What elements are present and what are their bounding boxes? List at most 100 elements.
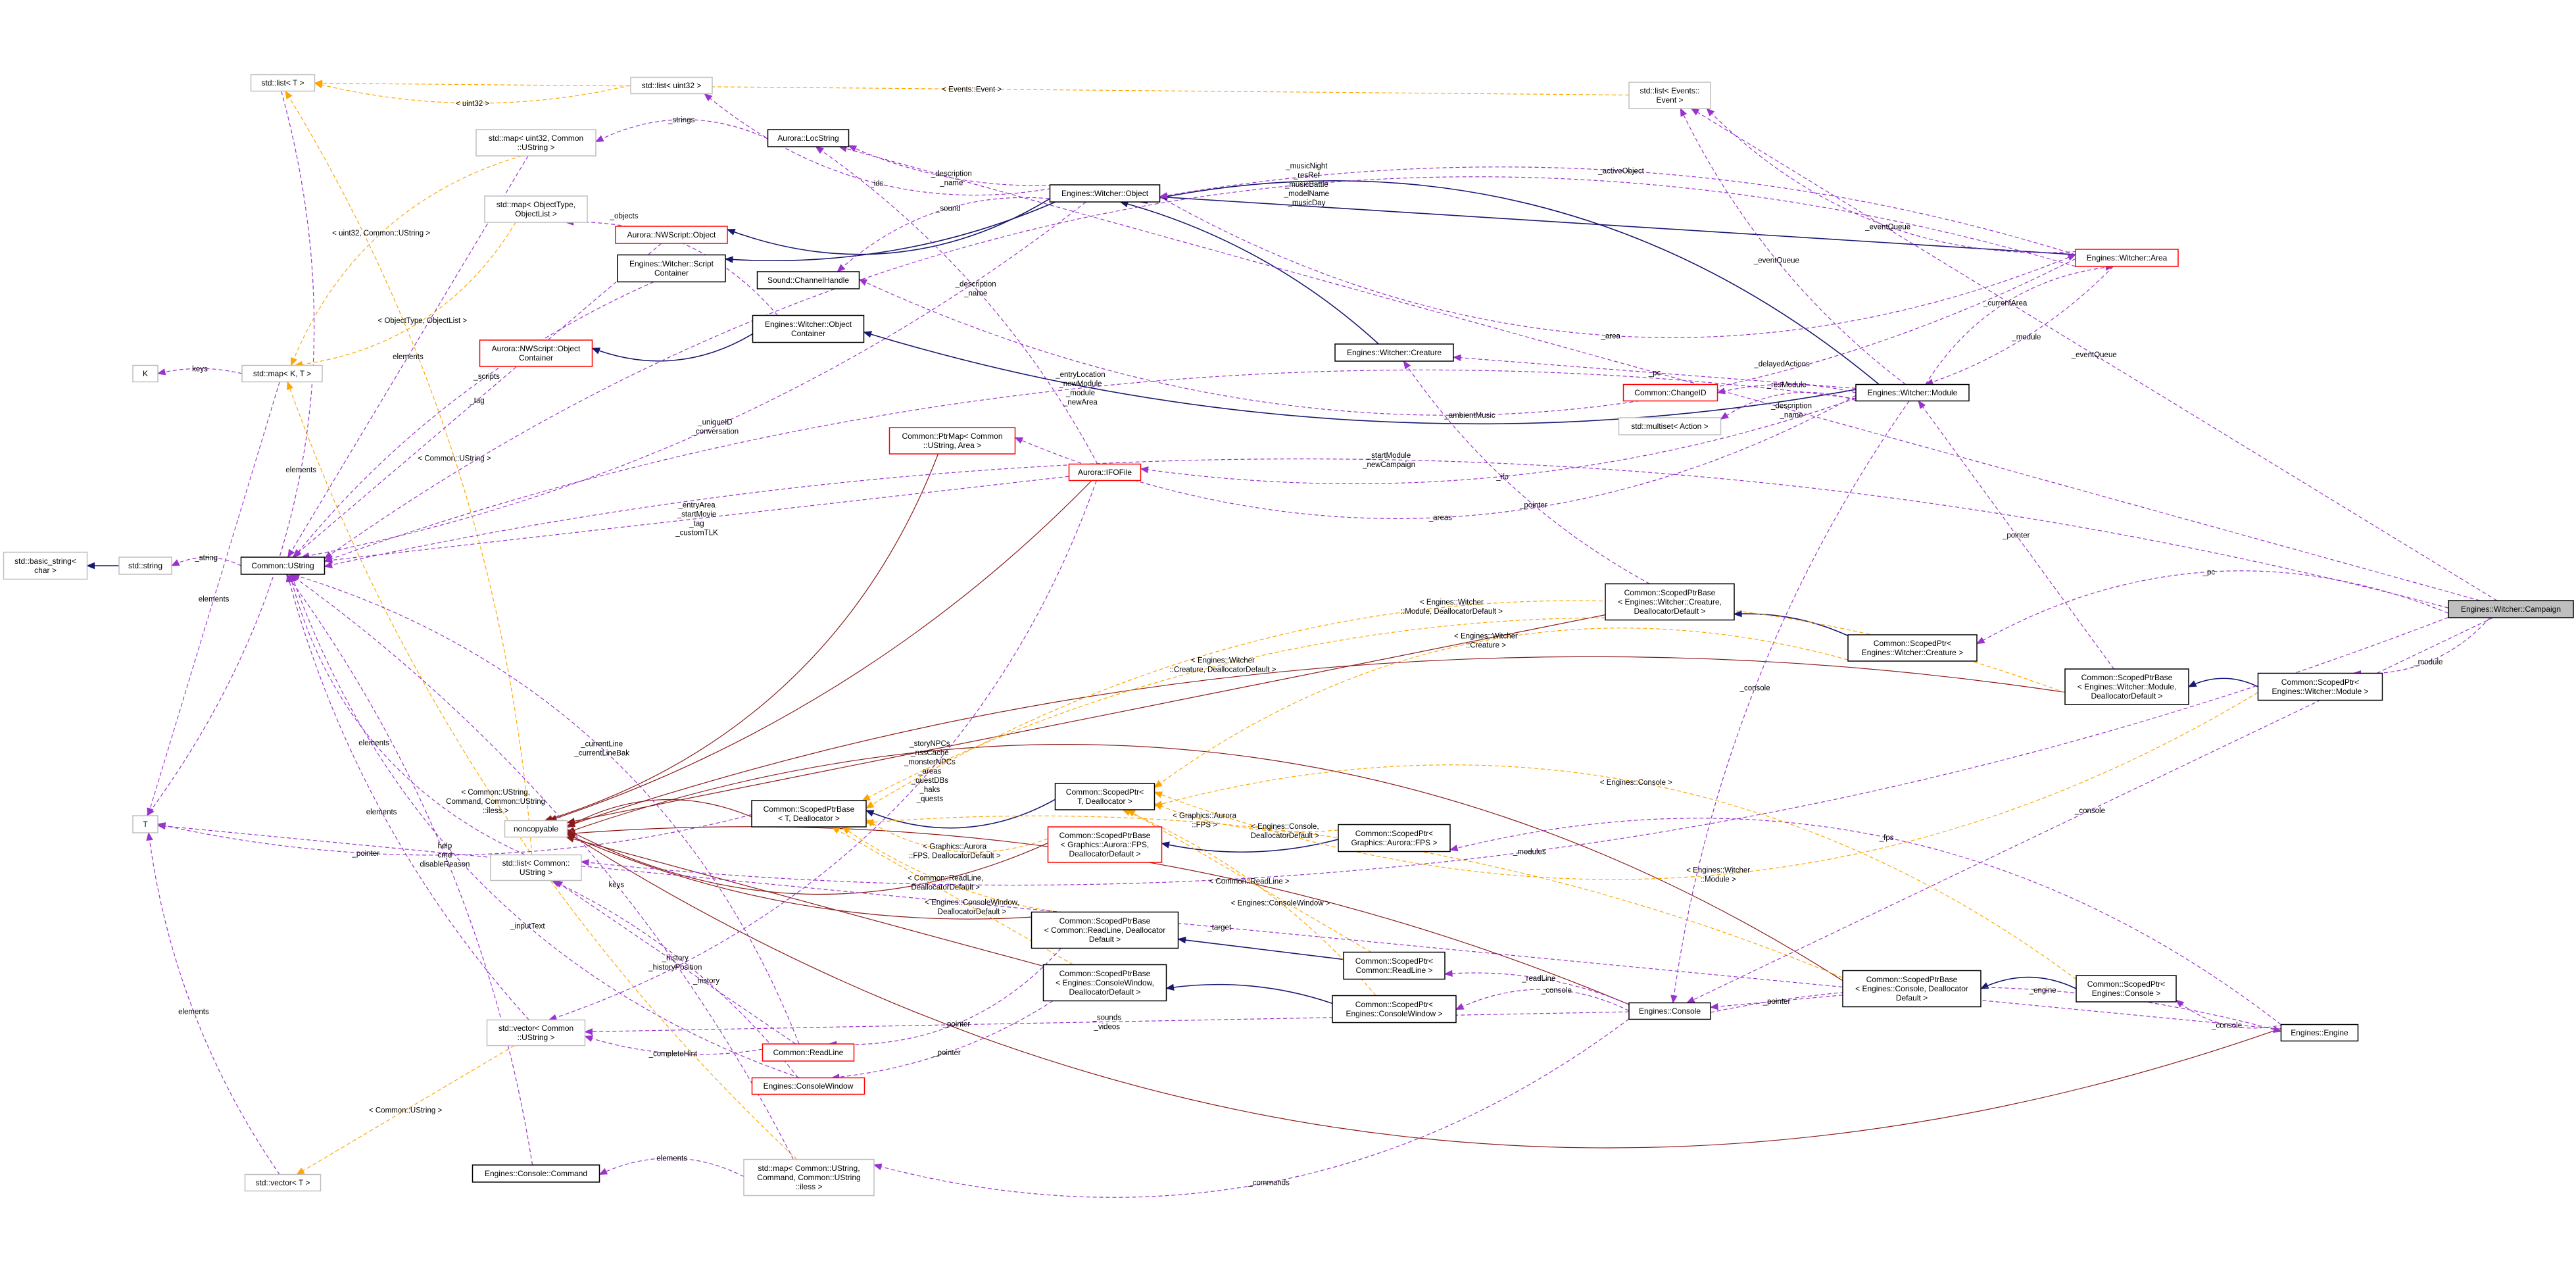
node-label: Engines::Witcher::Object	[765, 320, 852, 329]
edge-label: < Engines::Witcher	[1191, 656, 1255, 664]
edge-label: _newArea	[1063, 399, 1098, 407]
class-node-spb_fps[interactable]: Common::ScopedPtrBase< Graphics::Aurora:…	[1047, 826, 1163, 863]
node-box	[630, 76, 713, 95]
class-node-witcher_object[interactable]: Engines::Witcher::Object	[1049, 184, 1161, 203]
class-node-std_string[interactable]: std::string	[118, 557, 172, 575]
edge-label: DeallocatorDefault >	[1251, 832, 1320, 840]
class-node-spb_T[interactable]: Common::ScopedPtrBase< T, Deallocator >	[751, 800, 867, 828]
edge-inherit-sp_readline-to-spb_readline	[1177, 936, 1344, 960]
arrowhead-icon	[86, 562, 95, 570]
edge-usage-readline-to-vector_ustring	[584, 1035, 763, 1055]
class-node-K[interactable]: K	[132, 364, 158, 383]
class-node-map_command[interactable]: std::map< Common::UString,Command, Commo…	[743, 1158, 875, 1197]
edge-label: _storyNPCs	[909, 740, 950, 748]
class-node-area[interactable]: Engines::Witcher::Area	[2075, 249, 2179, 267]
class-node-spb_console[interactable]: Common::ScopedPtrBase< Engines::Console,…	[1842, 970, 1981, 1008]
edge-label: < Engines::Console >	[1600, 779, 1672, 787]
class-node-nws_object[interactable]: Aurora::NWScript::Object	[615, 226, 728, 244]
node-box	[1343, 951, 1446, 980]
class-node-ustring[interactable]: Common::UString	[240, 557, 326, 575]
class-node-sp_fps[interactable]: Common::ScopedPtr<Graphics::Aurora::FPS …	[1338, 824, 1451, 853]
arrowhead-icon	[724, 256, 733, 263]
class-node-sp_module[interactable]: Common::ScopedPtr<Engines::Witcher::Modu…	[2257, 672, 2383, 701]
edge-line	[829, 948, 1061, 1045]
class-node-spb_creature[interactable]: Common::ScopedPtrBase< Engines::Witcher:…	[1605, 583, 1735, 621]
class-node-map_uint32[interactable]: std::map< uint32, Common::UString >	[475, 129, 596, 157]
class-node-ifofile[interactable]: Aurora::IFOFile	[1068, 463, 1142, 482]
arrowhead-icon	[1122, 809, 1131, 816]
class-node-vector_ustring[interactable]: std::vector< Common::UString >	[486, 1019, 586, 1047]
arrowhead-icon	[591, 347, 601, 355]
node-label: Engines::Witcher::Module	[1868, 388, 1958, 397]
class-node-list_events[interactable]: std::list< Events::Event >	[1628, 82, 1711, 109]
edge-label: _resModule	[1766, 381, 1807, 389]
edge-label: _conversation	[691, 428, 739, 436]
edge-label: < Common::UString >	[369, 1107, 442, 1115]
edge-label: _name	[939, 179, 963, 187]
edge-label: keys	[608, 881, 624, 889]
class-node-sp_creature[interactable]: Common::ScopedPtr<Engines::Witcher::Crea…	[1847, 634, 1978, 662]
class-node-sp_readline[interactable]: Common::ScopedPtr<Common::ReadLine >	[1343, 951, 1446, 980]
class-node-readline[interactable]: Common::ReadLine	[762, 1043, 855, 1062]
class-node-multiset[interactable]: std::multiset< Action >	[1618, 417, 1722, 435]
edge-label: _questDBs	[911, 777, 949, 785]
arrowhead-icon	[1918, 400, 1926, 409]
class-node-sp_T[interactable]: Common::ScopedPtr<T, Deallocator >	[1054, 783, 1155, 810]
edge-usage-engine-to-sp_fps	[1449, 818, 2281, 1026]
class-node-map_KT[interactable]: std::map< K, T >	[241, 364, 323, 383]
node-box	[767, 129, 850, 147]
node-label: Common::ScopedPtrBase	[1059, 969, 1151, 978]
arrowhead-icon	[287, 381, 293, 391]
class-node-list_ustring[interactable]: std::list< Common::UString >	[490, 854, 582, 881]
edge-label: < Engines::Witcher	[1420, 599, 1484, 607]
edge-label: < Events::Event >	[942, 86, 1002, 93]
class-node-basic_string[interactable]: std::basic_string<char >	[3, 551, 88, 580]
node-label: Common::ScopedPtr<	[1066, 787, 1144, 797]
arrowhead-icon	[584, 1035, 594, 1042]
edge-label: _customTLK	[675, 529, 718, 537]
class-node-list_T[interactable]: std::list< T >	[250, 74, 316, 92]
edge-template-list_ustring-to-list_T	[285, 90, 533, 855]
class-node-campaign[interactable]: Engines::Witcher::Campaign	[2448, 600, 2574, 618]
class-node-locstring[interactable]: Aurora::LocString	[767, 129, 850, 147]
class-node-spb_readline[interactable]: Common::ScopedPtrBase< Common::ReadLine,…	[1031, 911, 1179, 949]
arrowhead-icon	[1159, 192, 1168, 199]
edge-line	[552, 879, 798, 1078]
class-node-module[interactable]: Engines::Witcher::Module	[1855, 384, 1970, 402]
class-node-channelhandle[interactable]: Sound::ChannelHandle	[756, 271, 860, 289]
class-node-command[interactable]: Engines::Console::Command	[472, 1164, 600, 1183]
class-node-spb_conwin[interactable]: Common::ScopedPtrBase< Engines::ConsoleW…	[1042, 964, 1167, 1002]
class-node-noncopyable[interactable]: noncopyable	[504, 820, 568, 838]
edge-label: _pc	[2202, 568, 2216, 576]
class-node-vector_T[interactable]: std::vector< T >	[244, 1174, 322, 1192]
class-node-console[interactable]: Engines::Console	[1628, 1002, 1711, 1020]
edge-label: _entryLocation	[1055, 371, 1105, 379]
class-node-creature[interactable]: Engines::Witcher::Creature	[1334, 343, 1454, 362]
node-label: Engines::Engine	[2291, 1028, 2348, 1037]
edge-label: _description	[955, 281, 996, 289]
node-label: T, Deallocator >	[1077, 797, 1132, 806]
arrowhead-icon	[285, 573, 294, 583]
node-box	[2076, 975, 2177, 1003]
edge-line	[873, 1018, 1630, 1198]
node-label: std::vector< Common	[498, 1024, 573, 1033]
node-box	[2075, 249, 2179, 267]
node-label: Default >	[1896, 993, 1928, 1003]
node-label: Common::ReadLine >	[1355, 966, 1432, 975]
class-node-list_uint32[interactable]: std::list< uint32 >	[630, 76, 713, 95]
class-node-engine[interactable]: Engines::Engine	[2280, 1024, 2359, 1042]
edge-label: elements	[366, 808, 397, 816]
class-node-consolewindow[interactable]: Engines::ConsoleWindow	[751, 1077, 865, 1095]
class-node-T[interactable]: T	[132, 815, 158, 833]
class-node-changeid[interactable]: Common::ChangeID	[1622, 384, 1718, 402]
edge-label: _string	[194, 554, 218, 562]
class-node-map_objtype[interactable]: std::map< ObjectType,ObjectList >	[484, 195, 588, 223]
class-node-ptrmap[interactable]: Common::PtrMap< Common::UString, Area >	[888, 427, 1016, 455]
class-node-spb_module[interactable]: Common::ScopedPtrBase< Engines::Witcher:…	[2064, 668, 2189, 705]
arrowhead-icon	[1709, 1003, 1718, 1010]
class-node-sp_conwin[interactable]: Common::ScopedPtr<Engines::ConsoleWindow…	[1332, 995, 1457, 1024]
class-node-sp_console[interactable]: Common::ScopedPtr<Engines::Console >	[2076, 975, 2177, 1003]
